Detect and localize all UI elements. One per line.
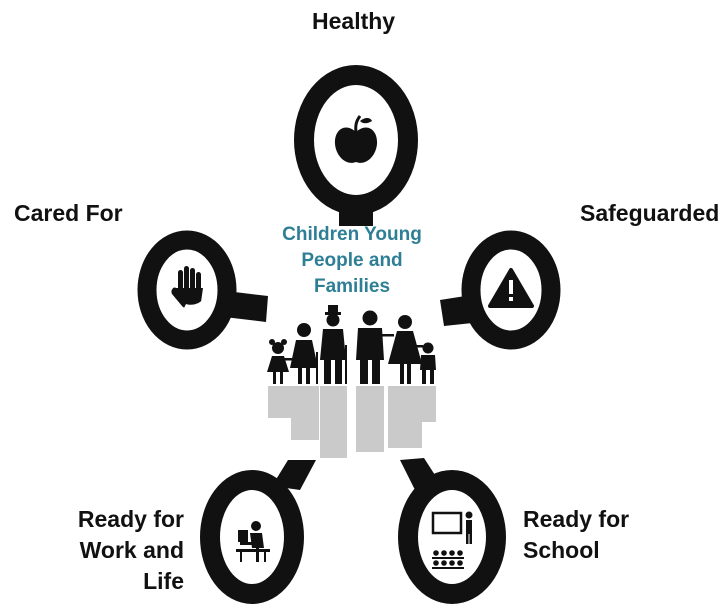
label-ready-work: Ready for Work and Life [60, 504, 184, 597]
hand-icon [171, 266, 206, 312]
family-reflection [268, 386, 436, 458]
label-ready-work-line-3: Life [143, 568, 184, 594]
warning-icon [488, 268, 534, 308]
label-ready-work-line-2: Work and [79, 537, 184, 563]
healthy-ring [294, 65, 418, 215]
ready-work-ring [200, 470, 304, 604]
label-safeguarded: Safeguarded [580, 200, 720, 226]
center-title-line-3: Families [313, 276, 391, 297]
safeguarded-ring [461, 230, 561, 350]
label-ready-work-line-1: Ready for [77, 506, 184, 532]
center-title-line-2: People and [301, 250, 403, 271]
cared-for-ring [137, 230, 237, 350]
label-ready-school-line-1: Ready for [523, 506, 630, 532]
label-cared-for: Cared For [14, 200, 123, 226]
label-healthy: Healthy [312, 8, 396, 34]
classroom-icon [431, 511, 473, 569]
handle-ready-work [272, 460, 316, 490]
label-ready-school: Ready for School [523, 504, 629, 566]
center-title: Children Young People and Families [262, 222, 442, 300]
label-ready-school-line-2: School [523, 537, 600, 563]
computer-worker-icon [236, 521, 270, 562]
family-icon [267, 305, 436, 384]
center-title-line-1: Children Young [282, 224, 422, 245]
apple-icon [334, 115, 378, 163]
ready-school-ring [398, 470, 506, 604]
